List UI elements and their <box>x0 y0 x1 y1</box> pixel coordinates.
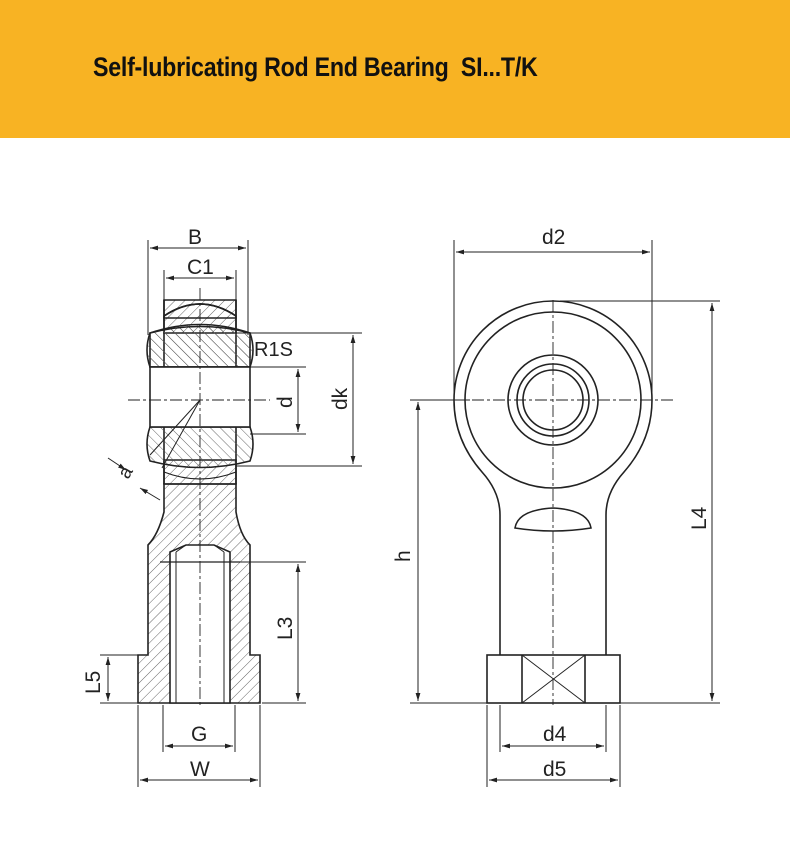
side-view <box>128 288 270 705</box>
label-W: W <box>190 758 210 781</box>
front-view <box>430 300 676 705</box>
label-C1: C1 <box>187 256 214 279</box>
label-h: h <box>392 550 415 562</box>
label-L3: L3 <box>274 617 297 640</box>
label-d: d <box>274 396 297 408</box>
page-title: Self-lubricating Rod End Bearing SI...T/… <box>93 52 538 82</box>
label-G: G <box>191 723 207 746</box>
label-d2: d2 <box>542 226 565 249</box>
hex-nut <box>486 654 621 704</box>
label-d5: d5 <box>543 758 566 781</box>
side-view-dimensions <box>100 240 362 787</box>
label-a: a <box>114 462 138 482</box>
label-R1s: R1S <box>254 339 293 361</box>
label-B: B <box>188 226 202 249</box>
label-L5: L5 <box>82 671 105 694</box>
header-banner <box>0 0 790 138</box>
front-view-dimensions <box>410 240 720 787</box>
label-d4: d4 <box>543 723 567 746</box>
label-L4: L4 <box>688 506 711 530</box>
label-dk: dk <box>329 387 352 410</box>
